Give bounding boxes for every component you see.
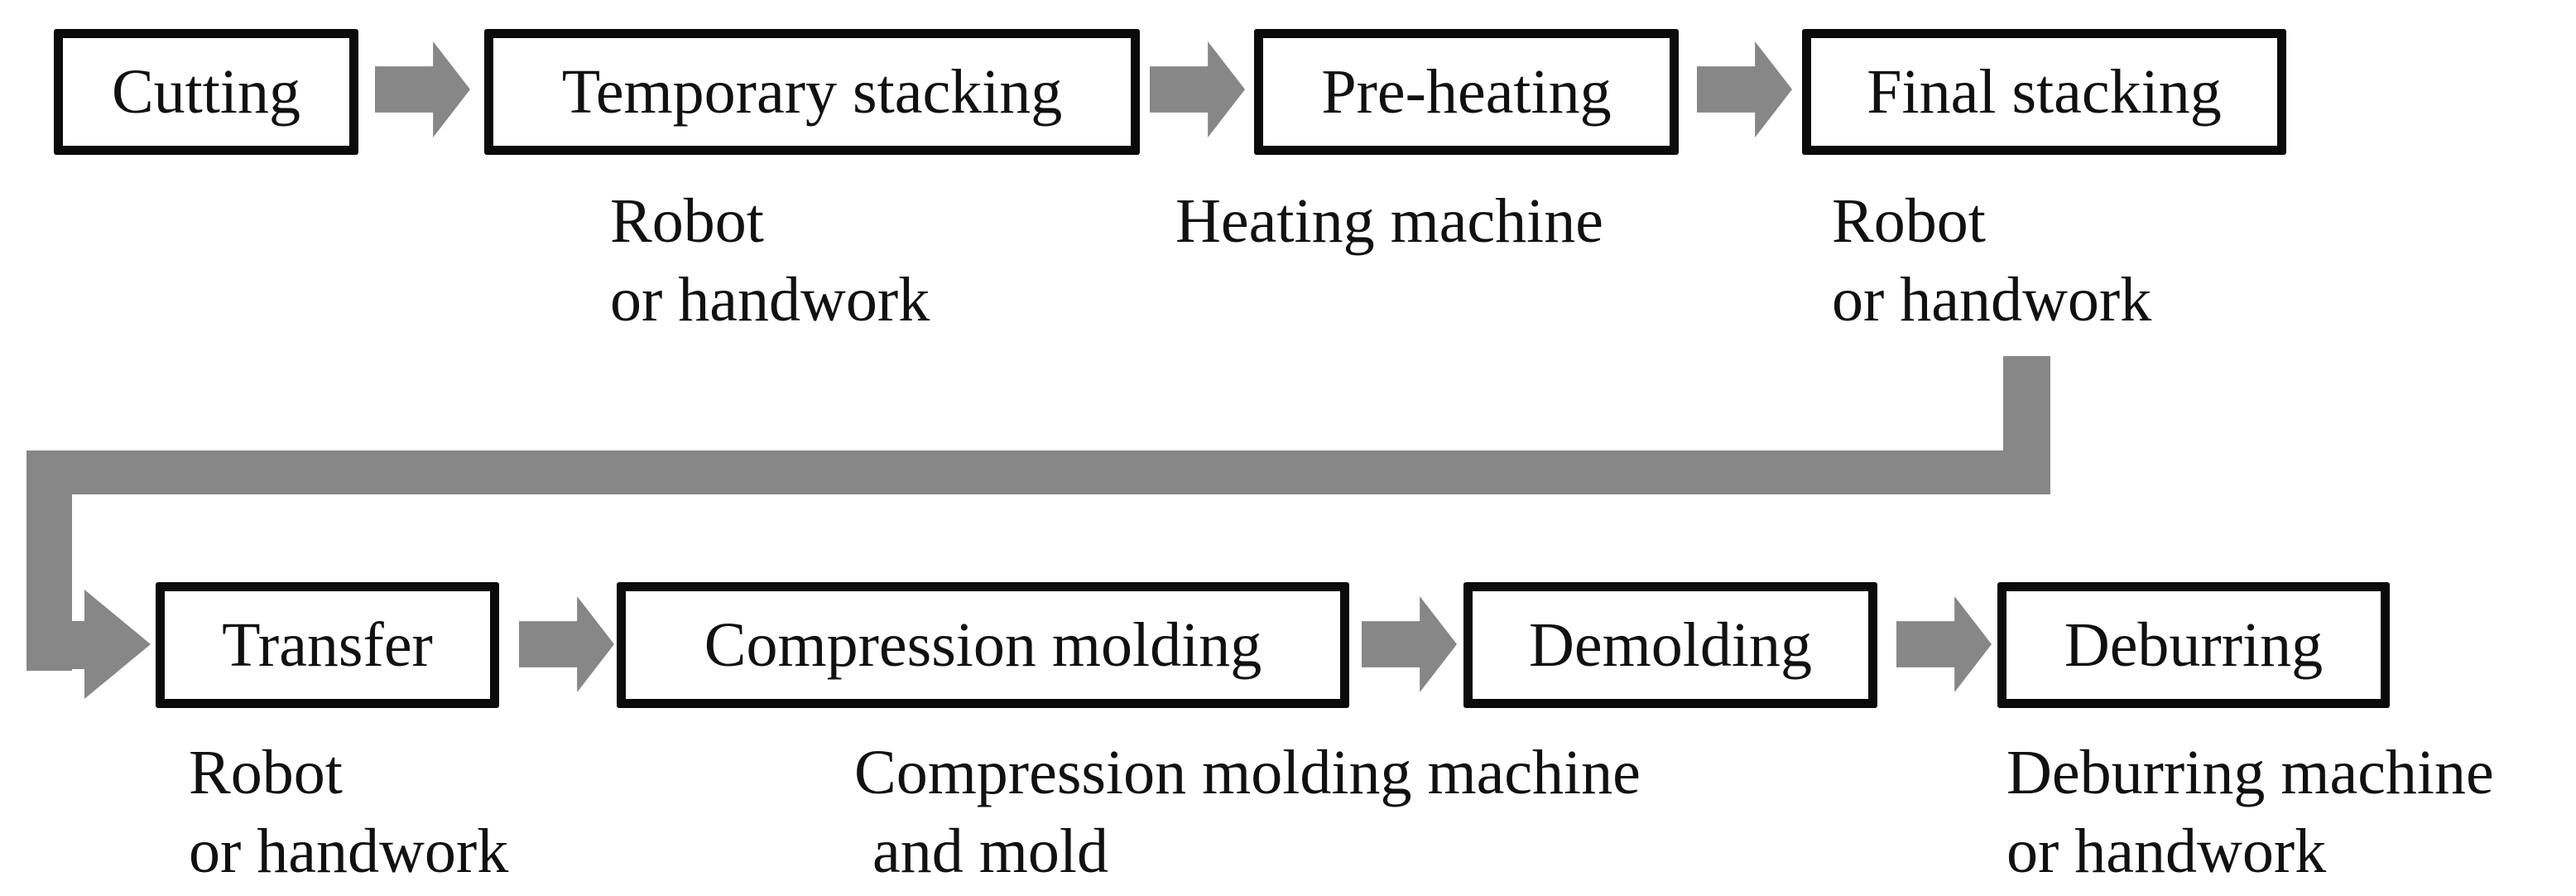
connector-horizontal-bar [26, 450, 2050, 494]
annotation-line: or handwork [610, 265, 930, 335]
annotation-transfer: Robot or handwork [189, 734, 508, 891]
process-box-label: Demolding [1529, 609, 1812, 680]
annotation-deburring: Deburring machine or handwork [2006, 734, 2494, 891]
process-box-label: Transfer [222, 609, 433, 680]
annotation-line: Robot [610, 186, 764, 256]
process-box-label: Temporary stacking [561, 56, 1063, 127]
annotation-temporary-stacking: Robot or handwork [610, 182, 930, 340]
process-box-label: Cutting [111, 56, 301, 127]
process-box-temporary-stacking: Temporary stacking [484, 29, 1140, 155]
annotation-pre-heating: Heating machine [1175, 182, 1603, 261]
process-box-label: Deburring [2064, 609, 2324, 680]
annotation-final-stacking: Robot or handwork [1832, 182, 2151, 340]
connector-arrowhead-icon [84, 590, 151, 699]
process-box-label: Final stacking [1867, 56, 2222, 127]
annotation-line: or handwork [1832, 265, 2152, 335]
process-box-compression-molding: Compression molding [617, 582, 1349, 708]
process-box-pre-heating: Pre-heating [1254, 29, 1679, 155]
flow-arrow-right-icon [1697, 41, 1792, 137]
flow-arrow-right-icon [519, 596, 614, 692]
annotation-compression-molding: Compression molding machine and mold [854, 734, 1641, 891]
process-box-cutting: Cutting [54, 29, 358, 155]
flow-arrow-right-icon [1150, 41, 1245, 137]
process-box-label: Compression molding [704, 609, 1262, 680]
process-box-transfer: Transfer [156, 582, 499, 708]
annotation-line: or handwork [189, 817, 509, 886]
process-box-deburring: Deburring [1997, 582, 2390, 708]
annotation-line: or handwork [2006, 817, 2327, 886]
annotation-line: Compression molding machine [854, 738, 1641, 807]
flow-arrow-right-icon [1896, 596, 1992, 692]
connector-left-vertical-bar [26, 450, 72, 671]
annotation-line: Robot [1832, 186, 1986, 256]
process-box-demolding: Demolding [1463, 582, 1877, 708]
process-box-label: Pre-heating [1321, 56, 1612, 127]
annotation-line: Deburring machine [2006, 738, 2494, 807]
flow-arrow-right-icon [375, 41, 470, 137]
flow-arrow-right-icon [1362, 596, 1457, 692]
annotation-line: and mold [872, 817, 1108, 886]
annotation-line: Heating machine [1175, 186, 1604, 256]
process-box-final-stacking: Final stacking [1802, 29, 2286, 155]
annotation-line: Robot [189, 738, 343, 807]
